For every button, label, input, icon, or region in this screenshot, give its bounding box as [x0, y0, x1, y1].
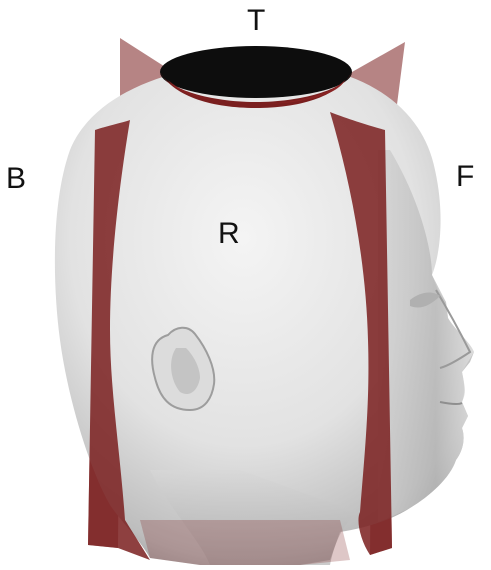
label-right: R: [218, 219, 240, 249]
plane-bottom: [140, 520, 350, 565]
label-front: F: [456, 162, 474, 192]
label-top: T: [247, 6, 265, 36]
label-back: B: [6, 164, 26, 194]
top-plane-opening: [160, 46, 352, 98]
